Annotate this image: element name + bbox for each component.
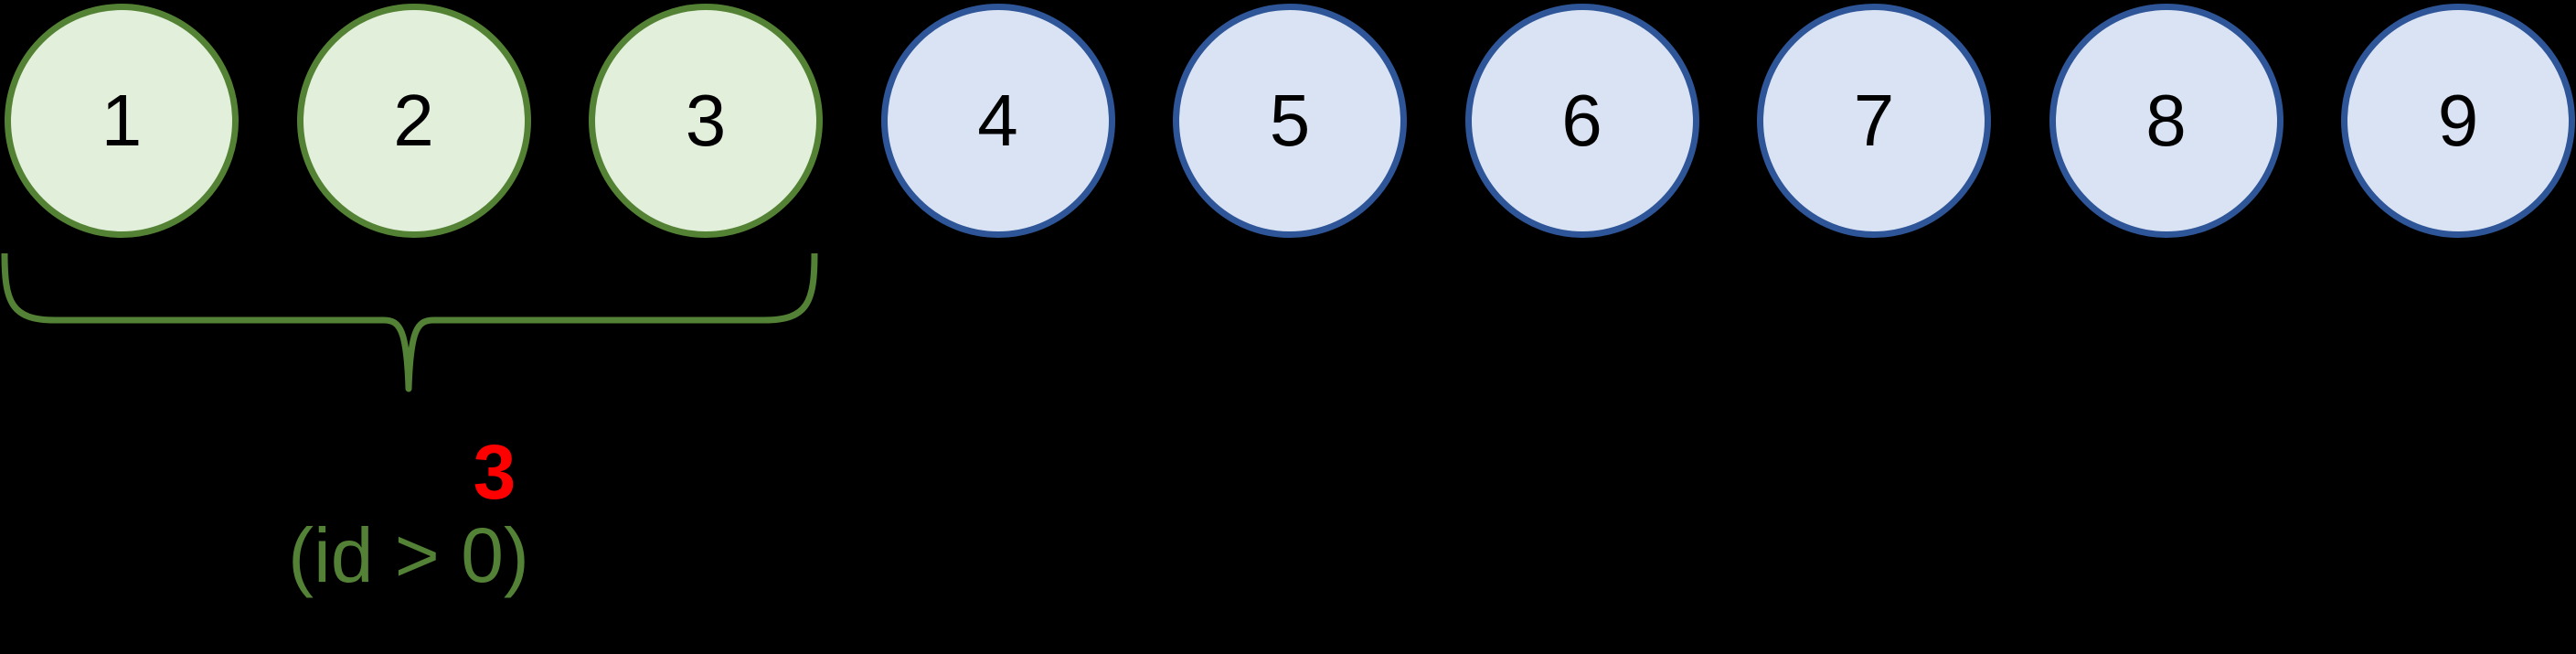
circle-8: 8 [2049,4,2283,238]
circle-number: 6 [1561,80,1602,161]
circle-9: 9 [2341,4,2575,238]
brace [1,252,818,392]
condition-label: (id > 0) [288,512,529,598]
circle-7: 7 [1757,4,1991,238]
brace-path [1,252,818,392]
circle-number: 7 [1853,80,1895,161]
circle-number: 8 [2145,80,2187,161]
circle-number: 5 [1269,80,1311,161]
circle-2: 2 [296,4,531,238]
circle-number: 2 [393,80,434,161]
circle-1: 1 [5,4,239,238]
circle-number: 9 [2437,80,2479,161]
circle-3: 3 [589,4,823,238]
circle-4: 4 [880,4,1115,238]
circle-5: 5 [1173,4,1407,238]
circle-6: 6 [1464,4,1699,238]
circle-number: 1 [101,80,143,161]
circle-number: 3 [685,80,727,161]
circle-number: 4 [977,80,1018,161]
count-label: 3 [473,429,516,515]
